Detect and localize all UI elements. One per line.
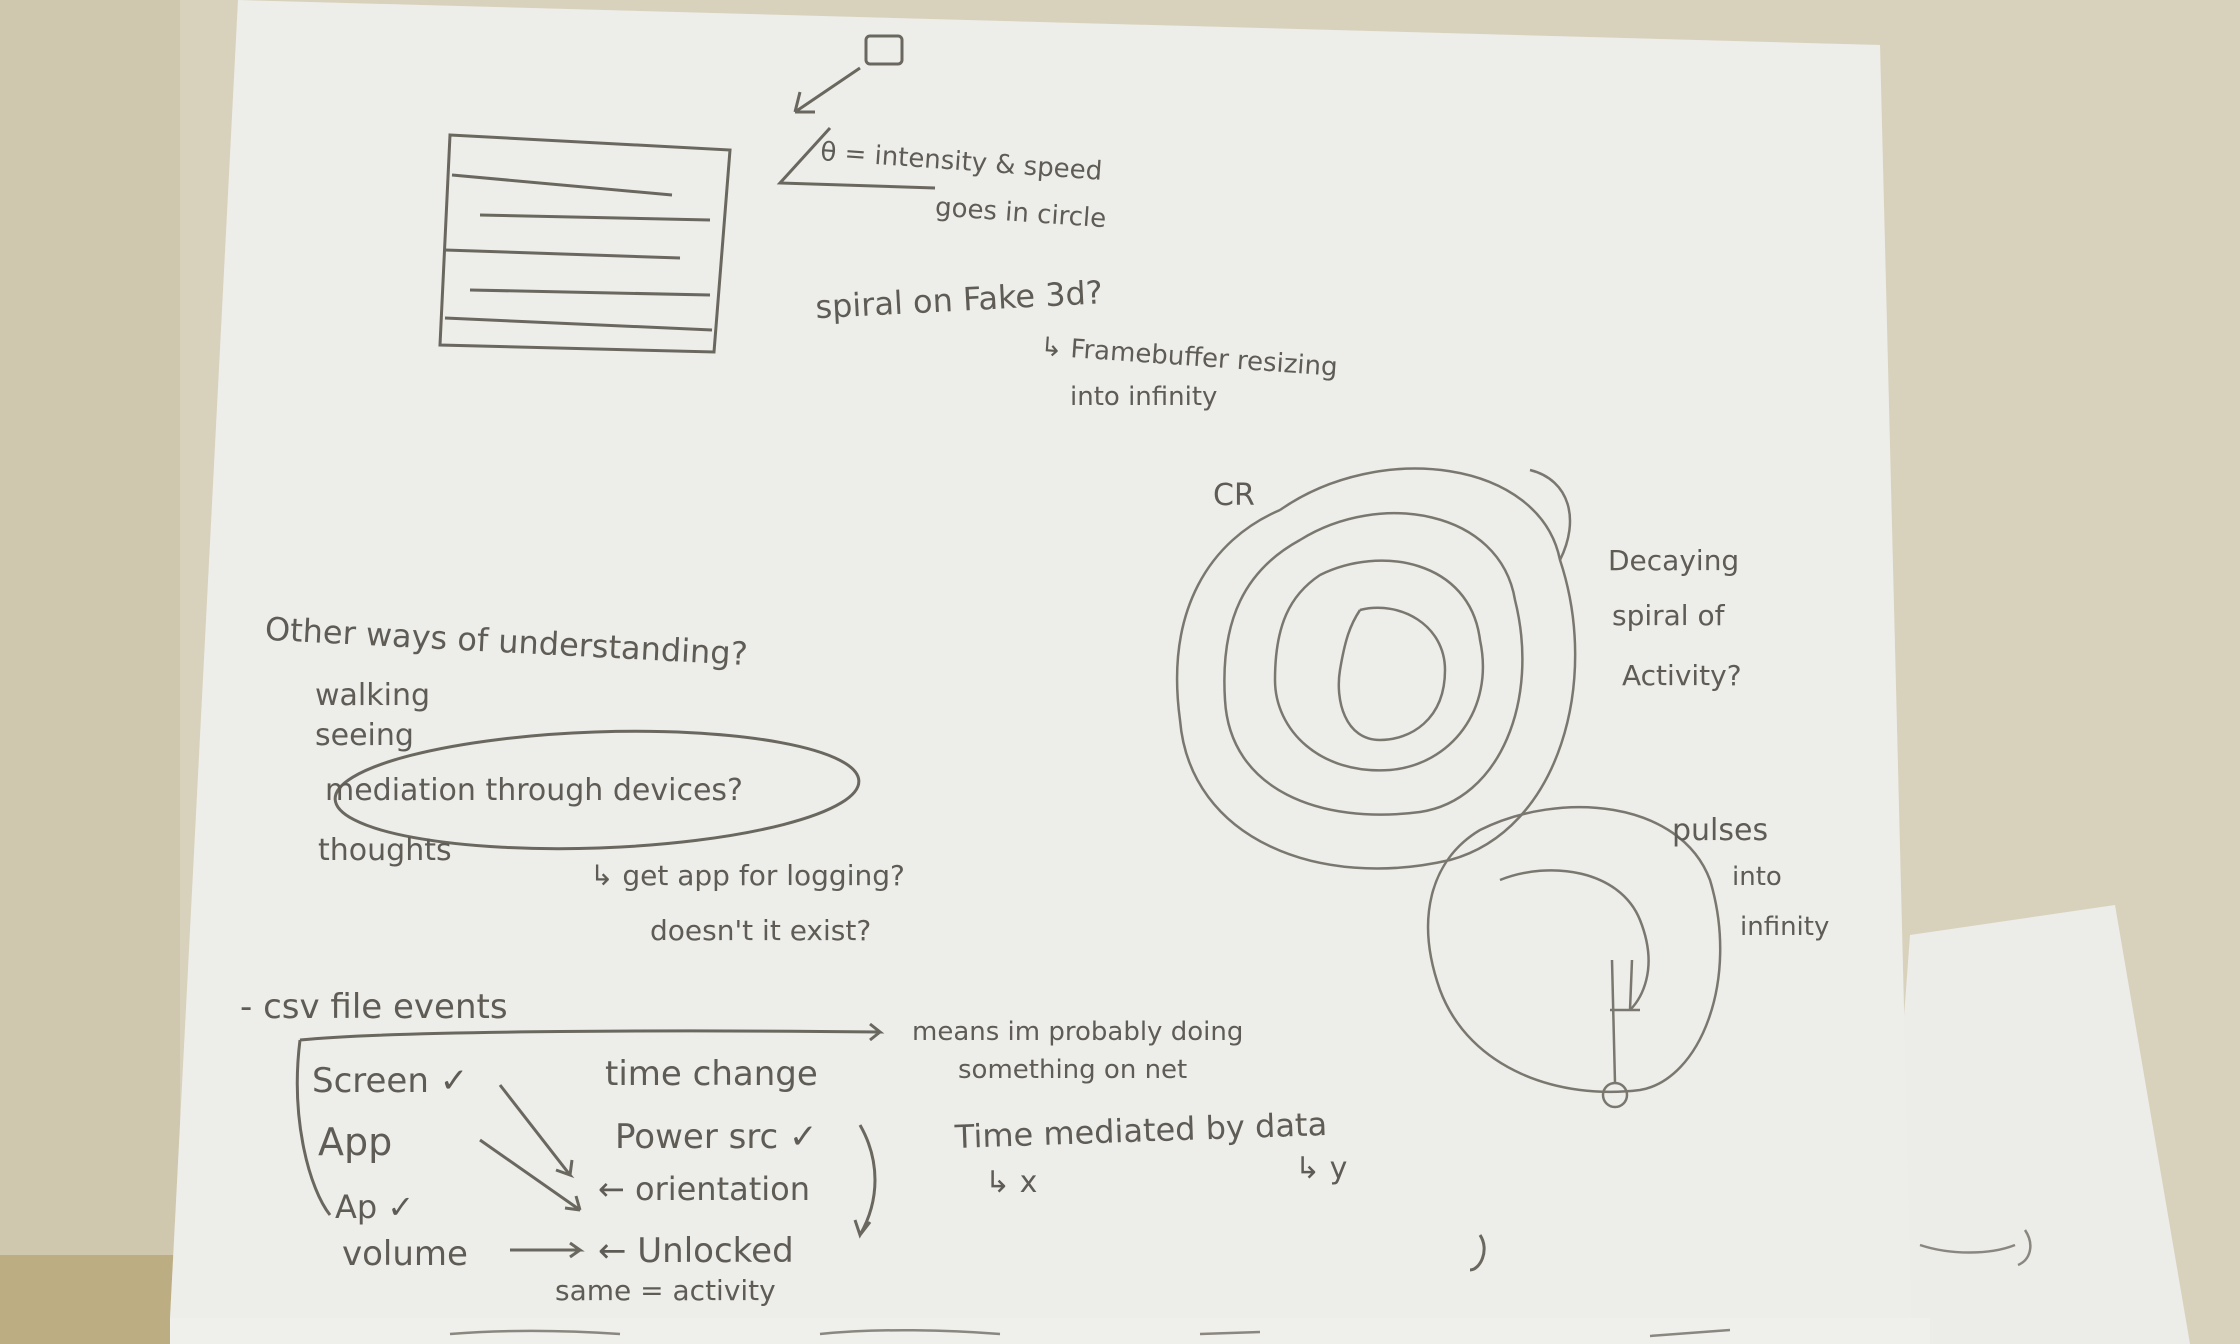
thoughts-note: thoughts (318, 833, 452, 868)
mediation-ellipse-sketch (333, 729, 861, 851)
back-sheet-scribble (1919, 1229, 2032, 1267)
bottom-edge-scribbles (449, 1328, 1731, 1338)
means-note-line1: means im probably doing (912, 1017, 1243, 1047)
event-arrows-sketch (479, 1084, 1486, 1272)
decaying-spiral-sketch (1175, 467, 1577, 870)
decaying-note-line3: Activity? (1622, 659, 1742, 692)
same-activity-note: same = activity (555, 1274, 776, 1307)
paper-sheet (170, 0, 1912, 1330)
csv-events-note: - csv file events (240, 987, 508, 1027)
power-src-event: Power src ✓ (615, 1117, 818, 1157)
seeing-note: seeing (315, 718, 414, 753)
angle-sketch-icon (776, 126, 936, 190)
means-note-line2: something on net (958, 1055, 1187, 1085)
walking-note: walking (315, 678, 430, 713)
arrow-right-icon (295, 1022, 885, 1216)
back-paper-sheet (1880, 905, 2190, 1344)
ap-volume-event-line2: volume (342, 1234, 468, 1274)
cr-label: CR (1213, 478, 1255, 513)
framebuffer-note-line2: into infinity (1070, 382, 1217, 412)
small-square-sketch (864, 34, 904, 66)
pulses-note-line3: infinity (1740, 912, 1829, 942)
decaying-note-line1: Decaying (1608, 544, 1739, 577)
pulses-note-line1: pulses (1672, 813, 1768, 848)
app-event: App (318, 1120, 392, 1164)
pulse-spiral-sketch (1427, 805, 1722, 1109)
unlocked-event: ← Unlocked (598, 1231, 794, 1271)
wooden-ledge (0, 1255, 180, 1344)
x-axis-note: ↳ x (985, 1165, 1037, 1200)
mediation-note: mediation through devices? (325, 773, 743, 808)
app-logging-note: ↳ get app for logging? (590, 859, 905, 892)
doesnt-exist-note: doesn't it exist? (650, 914, 871, 947)
time-change-event: time change (605, 1054, 818, 1094)
y-axis-note: ↳ y (1295, 1151, 1347, 1186)
lined-box-sketch (438, 133, 732, 354)
screen-event: Screen ✓ (312, 1061, 468, 1101)
ap-volume-event-line1: Ap ✓ (335, 1188, 414, 1226)
arrow-down-left-icon (793, 66, 861, 114)
pulses-note-line2: into (1732, 862, 1782, 892)
orientation-event: ← orientation (598, 1170, 810, 1208)
decaying-note-line2: spiral of (1612, 599, 1726, 632)
